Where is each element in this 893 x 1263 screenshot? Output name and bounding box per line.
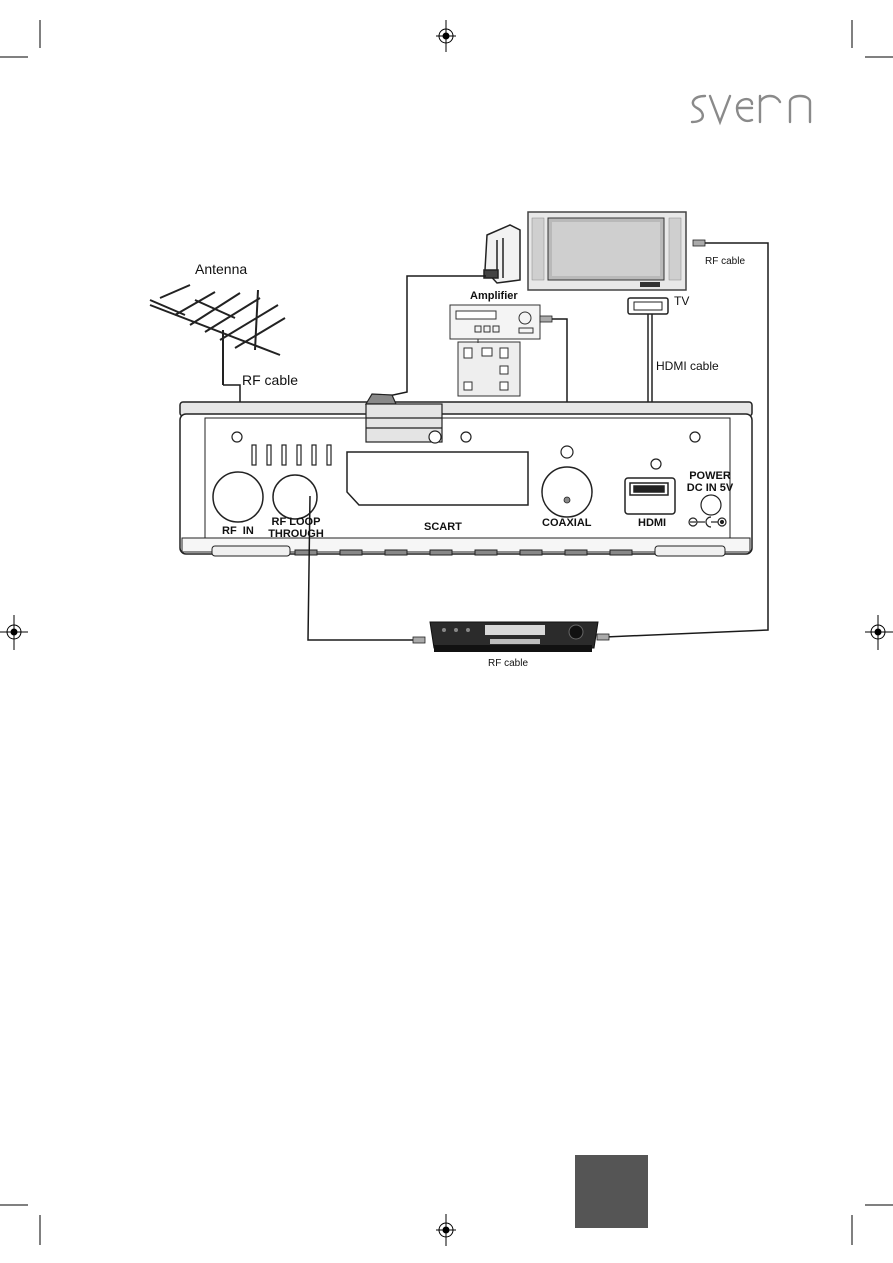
rf-loop-line2: THROUGH xyxy=(268,528,324,541)
scart-port xyxy=(346,451,529,506)
coaxial-label: COAXIAL xyxy=(542,517,592,529)
rf-loop-cable-line xyxy=(307,495,420,641)
screw-holes xyxy=(231,431,701,470)
registration-mark-right xyxy=(865,615,893,650)
rf-cable-tv-label: RF cable xyxy=(705,256,746,267)
scart-plug xyxy=(364,393,443,444)
tv-side-view-icon xyxy=(483,224,521,284)
rf-cable-tv-line xyxy=(604,242,769,638)
power-line1: POWER xyxy=(689,470,731,482)
page-number-tab xyxy=(575,1155,648,1228)
coaxial-port xyxy=(541,466,593,518)
antenna-icon xyxy=(149,284,286,385)
rf-cable-antenna-label: RF cable xyxy=(242,372,299,388)
brand-logo xyxy=(690,94,812,126)
registration-mark-left xyxy=(0,615,28,650)
registration-mark-bottom xyxy=(436,1214,456,1246)
vent-slots xyxy=(251,444,332,466)
receiver-feet xyxy=(211,545,726,557)
rf-in-port xyxy=(212,471,264,523)
tv-label: TV xyxy=(674,294,690,308)
registration-mark-top xyxy=(436,20,456,52)
dc-polarity-icon xyxy=(688,516,727,528)
hdmi-label: HDMI xyxy=(638,517,667,529)
video-recorder-icon xyxy=(429,621,599,652)
amplifier-label: Amplifier xyxy=(470,290,518,302)
amplifier-icon xyxy=(449,304,541,397)
antenna-label: Antenna xyxy=(195,261,248,277)
hdmi-cable-label: HDMI cable xyxy=(656,359,719,373)
rf-loop-through-label: RF LOOP THROUGH xyxy=(268,516,324,540)
power-label: POWER DC IN 5V xyxy=(682,470,738,494)
rf-in-label: RF IN xyxy=(222,525,254,537)
power-line2: DC IN 5V xyxy=(686,482,734,495)
hdmi-port xyxy=(624,477,676,515)
tv-icon xyxy=(527,211,687,291)
rf-loop-line1: RF LOOP xyxy=(271,516,321,528)
crop-marks xyxy=(0,20,893,1245)
rf-loop-port xyxy=(272,474,318,520)
rf-cable-bottom-label: RF cable xyxy=(488,658,529,669)
scart-label: SCART xyxy=(424,521,462,533)
